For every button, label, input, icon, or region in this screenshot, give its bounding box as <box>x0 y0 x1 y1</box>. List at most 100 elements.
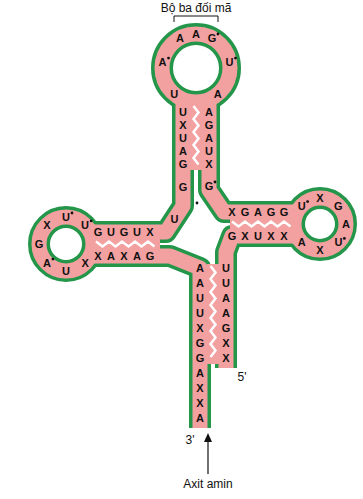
nucleotide-letter: U <box>205 145 213 157</box>
nucleotide-letter: U <box>179 106 187 118</box>
nucleotide-letter: G <box>334 200 343 212</box>
nucleotide-letter: X <box>222 352 229 364</box>
nucleotide-letter: A <box>342 218 350 230</box>
base-pair-zigzag <box>194 106 199 165</box>
nucleotide-letter: G <box>241 206 250 218</box>
nucleotide-letter: X <box>241 230 248 242</box>
nucleotide-letter: U <box>133 226 141 238</box>
nucleotide-letter: U <box>222 277 230 289</box>
nucleotide-letter: A <box>43 257 51 269</box>
nucleotide-letter: A <box>222 292 230 304</box>
strand-outline <box>209 100 298 212</box>
nucleotide-letter: U <box>334 236 342 248</box>
arrow-head <box>204 433 212 442</box>
nucleotide-letter: X <box>196 397 203 409</box>
strand-outline <box>90 256 200 428</box>
modified-base-dot <box>306 200 309 203</box>
nucleotide-letter: U <box>298 200 306 212</box>
modified-base-dot <box>52 258 55 261</box>
nucleotide-letter: G <box>222 322 231 334</box>
nucleotide-letter: U <box>62 211 70 223</box>
nucleotide-letter: G <box>228 230 237 242</box>
nucleotide-letter: U <box>196 292 204 304</box>
modified-base-dot <box>196 202 199 205</box>
nucleotide-letter: G <box>35 238 44 250</box>
nucleotide-letter: U <box>170 88 178 100</box>
loop-outline <box>162 34 230 102</box>
nucleotide-letter: U <box>222 262 230 274</box>
nucleotide-letter: X <box>81 257 88 269</box>
nucleotide-letter: G <box>280 206 289 218</box>
base-pair-zigzag <box>232 222 291 227</box>
nucleotide-letter: A <box>205 106 213 118</box>
modified-base-dots <box>52 33 346 261</box>
nucleotide-letter: U <box>107 226 115 238</box>
nucleotide-letter: X <box>146 226 153 238</box>
nucleotide-letter: G <box>208 32 217 44</box>
nucleotide-letter: X <box>43 219 50 231</box>
stem-fill <box>190 102 202 170</box>
modified-base-dot <box>90 220 93 223</box>
leader-arrow <box>207 440 208 474</box>
nucleotide-letter: U <box>81 219 89 231</box>
nucleotide-letter: X <box>94 250 101 262</box>
nucleotide-letter: X <box>228 206 235 218</box>
loop-outline <box>294 198 346 250</box>
nucleotide-letter: U <box>254 230 262 242</box>
loop-fill <box>162 34 230 102</box>
nucleotide-letter: A <box>176 32 184 44</box>
stem-fill <box>94 239 160 249</box>
strand-outline <box>226 236 298 368</box>
nucleotide-letter: X <box>196 382 203 394</box>
nucleotide-letter: A <box>179 145 187 157</box>
nucleotide-letter: A <box>192 28 200 40</box>
nucleotide-letter: X <box>222 337 229 349</box>
nucleotide-letter: X <box>267 230 274 242</box>
nucleotide-letter: A <box>254 206 262 218</box>
nucleotide-letter: A <box>196 367 204 379</box>
nucleotide-letter: G <box>179 158 188 170</box>
nucleotide-letter: G <box>205 180 214 192</box>
base-pair-zigzag <box>96 106 291 357</box>
nucleotide-letter: A <box>159 56 167 68</box>
modified-base-dot <box>234 57 237 60</box>
nucleotide-letter: X <box>316 192 323 204</box>
nucleotide-letter: G <box>196 352 205 364</box>
modified-base-dot <box>71 212 74 215</box>
amino-acid-label: Axit amin <box>183 477 232 491</box>
nucleotide-letter: U <box>62 265 70 277</box>
strand-fill <box>90 256 200 428</box>
loop-outline <box>39 217 93 271</box>
end-label: 3' <box>186 433 195 447</box>
nucleotide-letter: U <box>196 307 204 319</box>
nucleotide-letter: A <box>196 412 204 424</box>
nucleotide-letter: A <box>196 262 204 274</box>
nucleotide-letter: X <box>205 158 212 170</box>
loop-fill <box>294 198 346 250</box>
strand-fill <box>226 236 298 368</box>
modified-base-dot <box>214 181 217 184</box>
nucleotide-letter: U <box>179 132 187 144</box>
nucleotide-letter: A <box>107 250 115 262</box>
nucleotide-letter: X <box>196 322 203 334</box>
backbone-fill <box>39 34 346 428</box>
modified-base-dot <box>217 33 220 36</box>
stem-interior <box>94 102 296 364</box>
nucleotide-letter: G <box>94 226 103 238</box>
end-label: 5' <box>238 370 247 384</box>
stem-fill <box>207 264 219 364</box>
nucleotide-letter: G <box>267 206 276 218</box>
strand-fill <box>209 100 298 212</box>
nucleotide-letter: A <box>133 250 141 262</box>
nucleotide-letter: U <box>225 56 233 68</box>
anticodon-label: Bộ ba đối mã <box>161 1 232 15</box>
nucleotide-letter: U <box>171 213 179 225</box>
nucleotide-letter: X <box>316 244 323 256</box>
nucleotide-letter: A <box>196 277 204 289</box>
anticodon-bracket <box>174 16 218 22</box>
stem-fill <box>230 219 296 229</box>
nucleotide-letter: A <box>214 88 222 100</box>
nucleotide-letter: G <box>146 250 155 262</box>
nucleotide-letter: X <box>280 230 287 242</box>
